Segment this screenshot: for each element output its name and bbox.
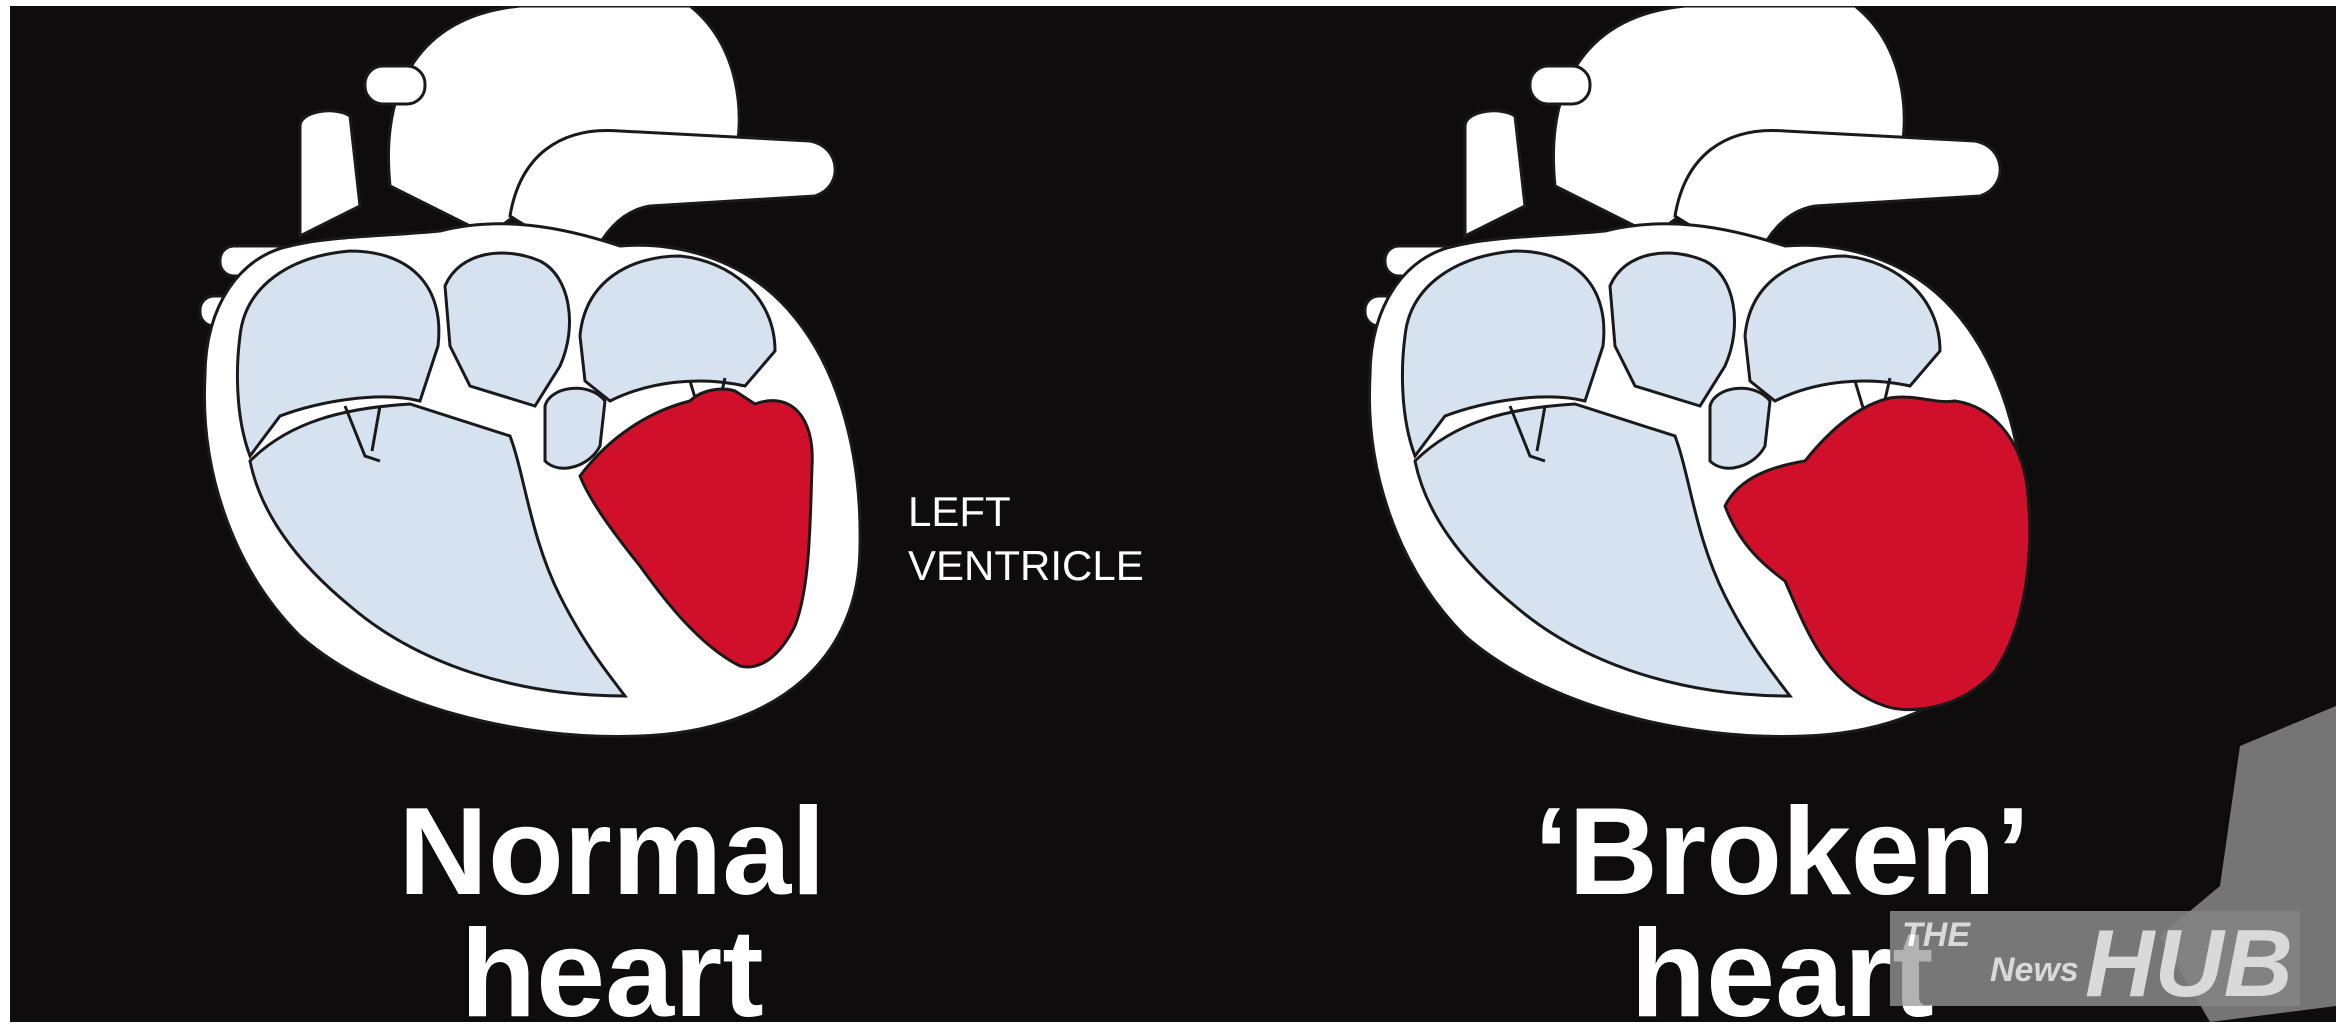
broken-heart-title-line-2: heart <box>1630 905 1933 1022</box>
watermark-small-2: News <box>1990 951 2079 989</box>
annotation-line-1: LEFT <box>908 488 1011 535</box>
normal-heart-title-line-2: heart <box>460 905 763 1022</box>
broken-heart-title-line-1: ‘Broken’ <box>1534 783 2030 921</box>
heart-comparison-diagram: LEFT VENTRICLE Normal heart ‘Broken’ hea… <box>10 6 2336 1022</box>
watermark-big: HUB <box>2085 910 2293 1017</box>
watermark-small-1: THE <box>1902 916 1971 954</box>
normal-heart-title-line-1: Normal <box>398 783 825 921</box>
annotation-line-2: VENTRICLE <box>908 542 1144 589</box>
